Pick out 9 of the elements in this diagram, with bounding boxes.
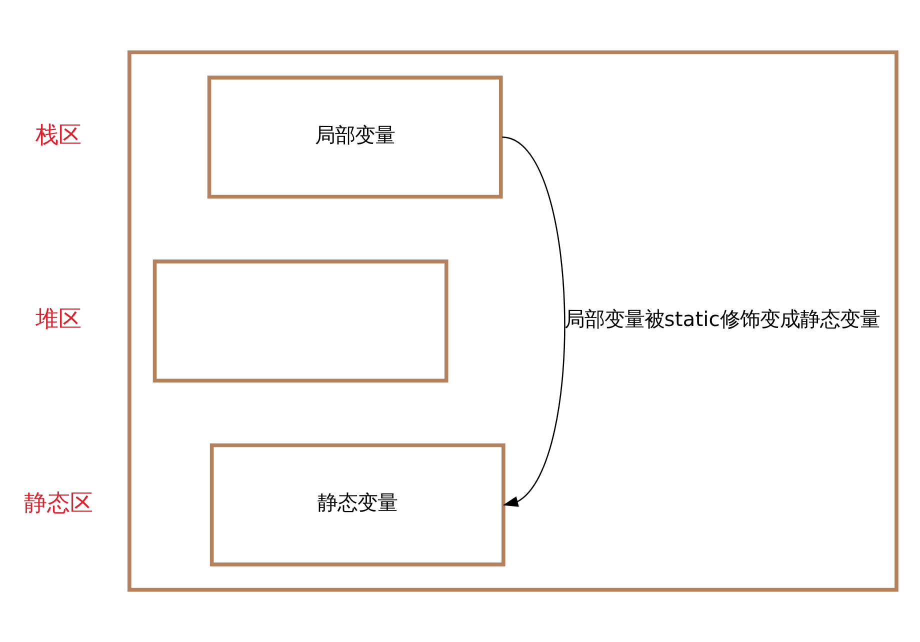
node-box: 局部变量	[207, 76, 503, 199]
node-box: 静态变量	[210, 443, 506, 566]
label: 静态区	[24, 490, 93, 516]
cluster	[128, 50, 898, 592]
arrow	[502, 136, 566, 507]
edge-label: 局部变量被static修饰变成静态变量	[564, 306, 880, 331]
node-box	[152, 260, 448, 382]
label: 堆区	[35, 306, 82, 333]
label: 栈区	[35, 122, 82, 149]
